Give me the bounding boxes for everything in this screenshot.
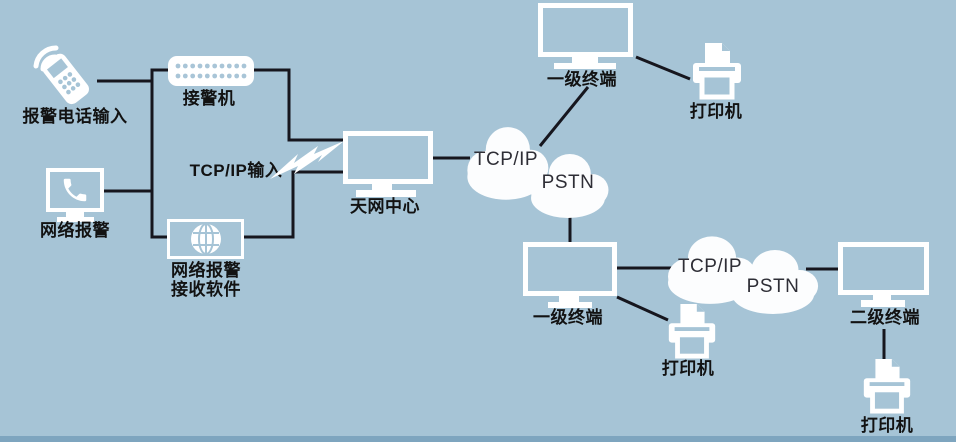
pstn-cloud-label: PSTN (541, 172, 595, 193)
terminal2-label: 二级终端 (850, 308, 920, 327)
monitor-stand-base (57, 217, 94, 222)
printer-icon (863, 358, 911, 414)
skynet-monitor-icon (343, 131, 433, 184)
lightning-icon (270, 141, 344, 179)
terminal1-top-label: 一级终端 (547, 70, 617, 89)
tcpip-cloud-icon: TCP/IP (460, 118, 552, 202)
software-label: 网络报警 接收软件 (163, 261, 249, 299)
monitor-stand-neck (559, 295, 579, 303)
bottom-bar (0, 436, 956, 442)
edge-software-center (244, 170, 344, 239)
cloud-shape (531, 154, 609, 218)
edge-cloud1-terminal-top (538, 86, 590, 147)
alarm-receiver-icon (168, 56, 254, 86)
monitor-stand-base (861, 300, 905, 307)
cell-phone-icon (33, 45, 89, 105)
network-alarm-monitor-icon (46, 168, 104, 212)
globe-icon (190, 223, 221, 255)
software-label-line2: 接收软件 (171, 280, 241, 299)
terminal2-monitor-icon (838, 242, 929, 295)
printer-icon (668, 303, 716, 359)
software-box (167, 219, 244, 259)
printer-top-label: 打印机 (689, 102, 743, 121)
tcpip-cloud-label: TCP/IP (677, 256, 743, 277)
monitor-stand-neck (372, 183, 392, 191)
handset-icon (63, 178, 87, 202)
pstn-cloud-icon: PSTN (724, 242, 822, 316)
edge-terminal-mid-printer (616, 295, 669, 322)
edge-receiver-center (254, 68, 344, 142)
alarm-receiver-label: 接警机 (182, 89, 236, 108)
terminal1-mid-monitor-icon (523, 242, 617, 296)
printer-bottom-label: 打印机 (860, 416, 914, 435)
printer-mid-label: 打印机 (661, 359, 715, 378)
cloud-shape (731, 250, 819, 314)
tcpip-input-label: TCP/IP输入 (189, 161, 283, 180)
skynet-center-label: 天网中心 (350, 197, 420, 216)
network-alarm-label: 网络报警 (40, 221, 110, 240)
monitor-stand-neck (572, 56, 598, 64)
monitor-stand-neck (66, 212, 84, 217)
alarm-phone-label: 报警电话输入 (22, 107, 128, 126)
terminal1-top-monitor-icon (538, 3, 633, 57)
cloud-shape (467, 127, 549, 200)
printer-icon (693, 43, 741, 100)
pstn-cloud-label: PSTN (746, 276, 800, 297)
terminal1-mid-label: 一级终端 (533, 308, 603, 327)
monitor-stand-base (356, 190, 416, 197)
monitor-stand-neck (873, 294, 891, 301)
pstn-cloud-icon: PSTN (524, 146, 612, 220)
tcpip-cloud-label: TCP/IP (473, 149, 539, 170)
edge-junction-bus (150, 68, 170, 239)
monitor-stand-base (554, 63, 616, 69)
edge-terminal-top-printer (635, 55, 691, 81)
monitor-stand-base (548, 302, 592, 308)
software-label-line1: 网络报警 (171, 261, 241, 280)
